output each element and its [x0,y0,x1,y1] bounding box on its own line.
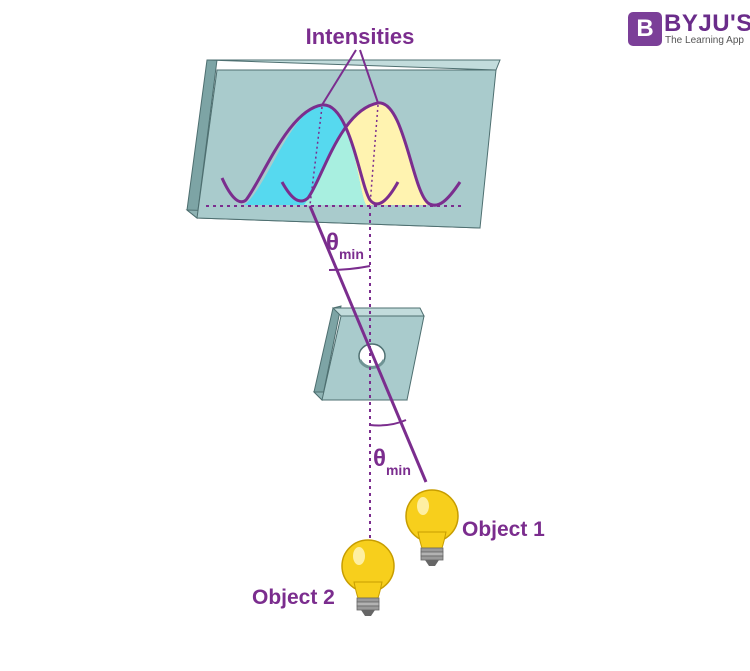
theta-min-upper: θmin [326,229,364,262]
object-1-bulb [405,489,459,566]
angle-arc-lower [369,419,407,427]
byjus-logo: B BYJU'S The Learning App [628,10,750,48]
object-2-label: Object 2 [252,586,335,609]
ray-object-1 [308,205,428,483]
theta-min-lower: θmin [373,445,411,478]
overlap-fill [304,104,366,205]
object-2-bulb [341,539,395,616]
intensities-label: Intensities [306,24,415,49]
peak-1-guide [309,106,323,206]
peak-2-guide [369,104,379,206]
object-1-label: Object 1 [462,518,545,541]
angle-arc-upper [328,265,371,271]
logo-word: BYJU'S [664,10,750,37]
intensities-pointers [321,49,379,106]
logo-mark: B [628,12,662,46]
logo-tagline: The Learning App [665,35,744,46]
